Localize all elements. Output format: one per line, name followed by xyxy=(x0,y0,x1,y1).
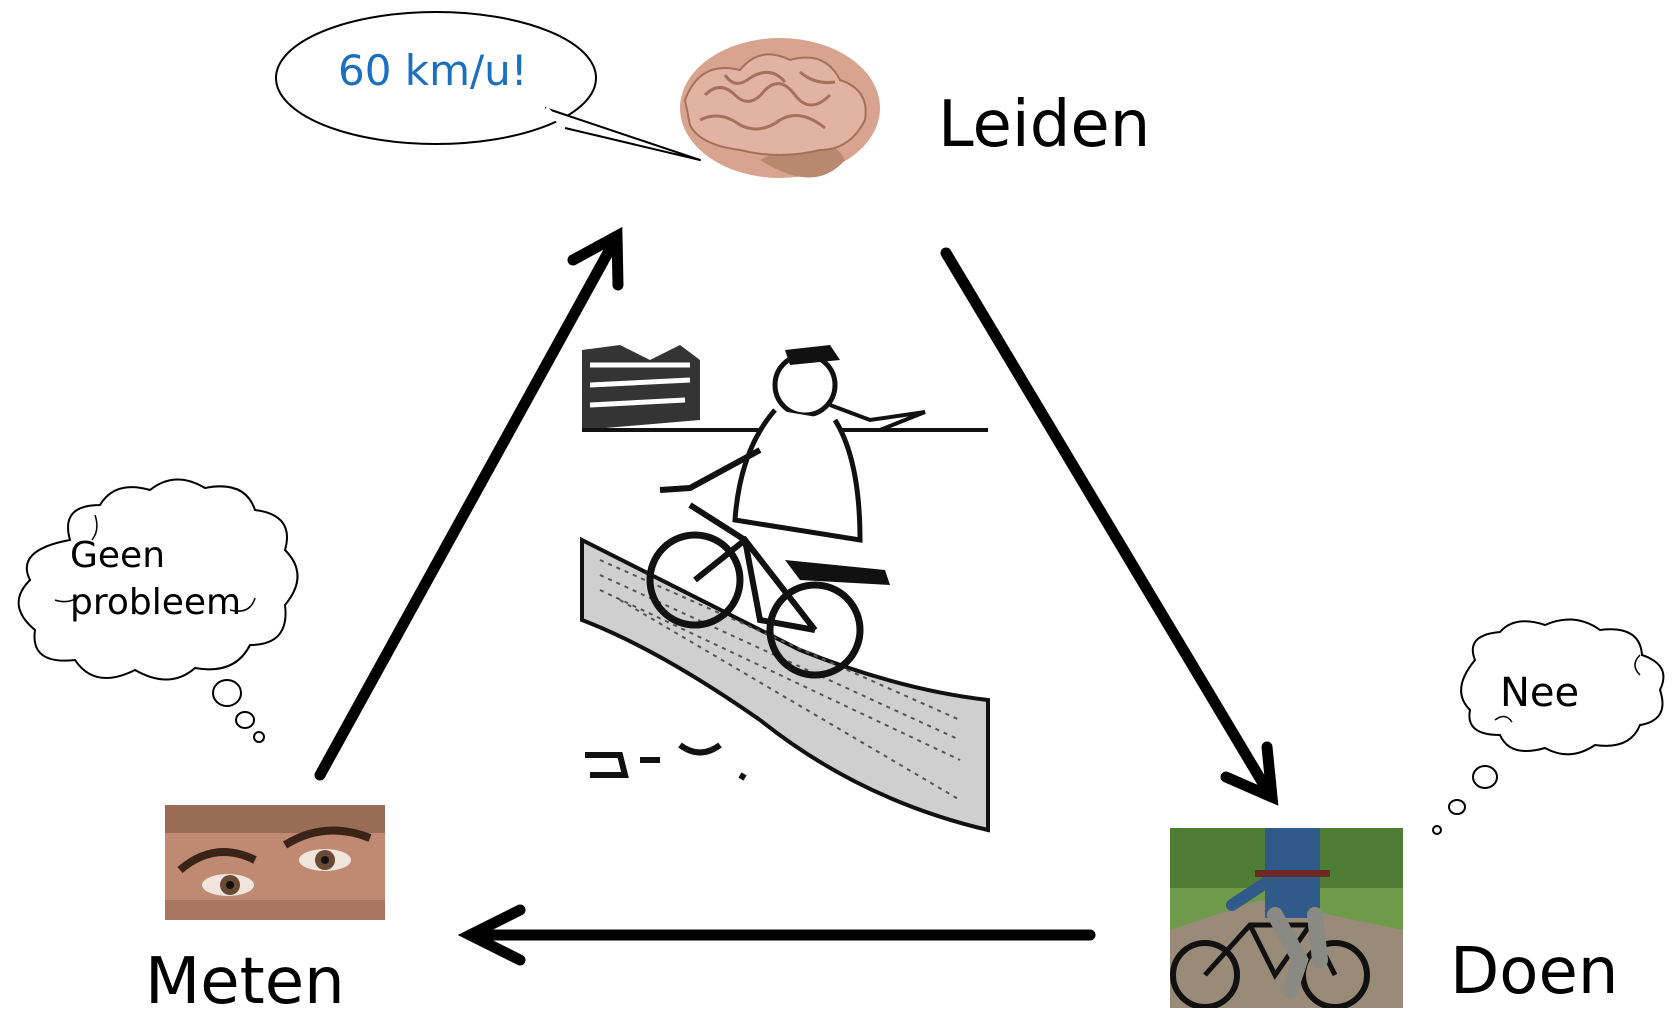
cyclist-photo xyxy=(1170,828,1403,1008)
arrow-meten-to-leiden xyxy=(314,226,624,781)
eyes-photo xyxy=(165,805,385,920)
thought-left-line1: Geen xyxy=(70,535,166,576)
speech-bubble-text: 60 km/u! xyxy=(338,46,528,95)
arrow-doen-to-meten xyxy=(457,904,1096,966)
thought-bubble-left xyxy=(17,478,299,743)
label-meten: Meten xyxy=(145,945,345,1019)
brain-image xyxy=(680,38,880,178)
speech-bubble xyxy=(275,11,701,161)
label-leiden: Leiden xyxy=(938,88,1151,162)
thought-left-line2: probleem xyxy=(70,582,242,623)
thought-right-text: Nee xyxy=(1500,670,1580,716)
thought-bubble-right xyxy=(1432,618,1665,835)
label-doen: Doen xyxy=(1450,935,1619,1009)
cartoon-cyclist-sketch xyxy=(580,340,990,833)
arrow-leiden-to-doen xyxy=(940,247,1279,806)
